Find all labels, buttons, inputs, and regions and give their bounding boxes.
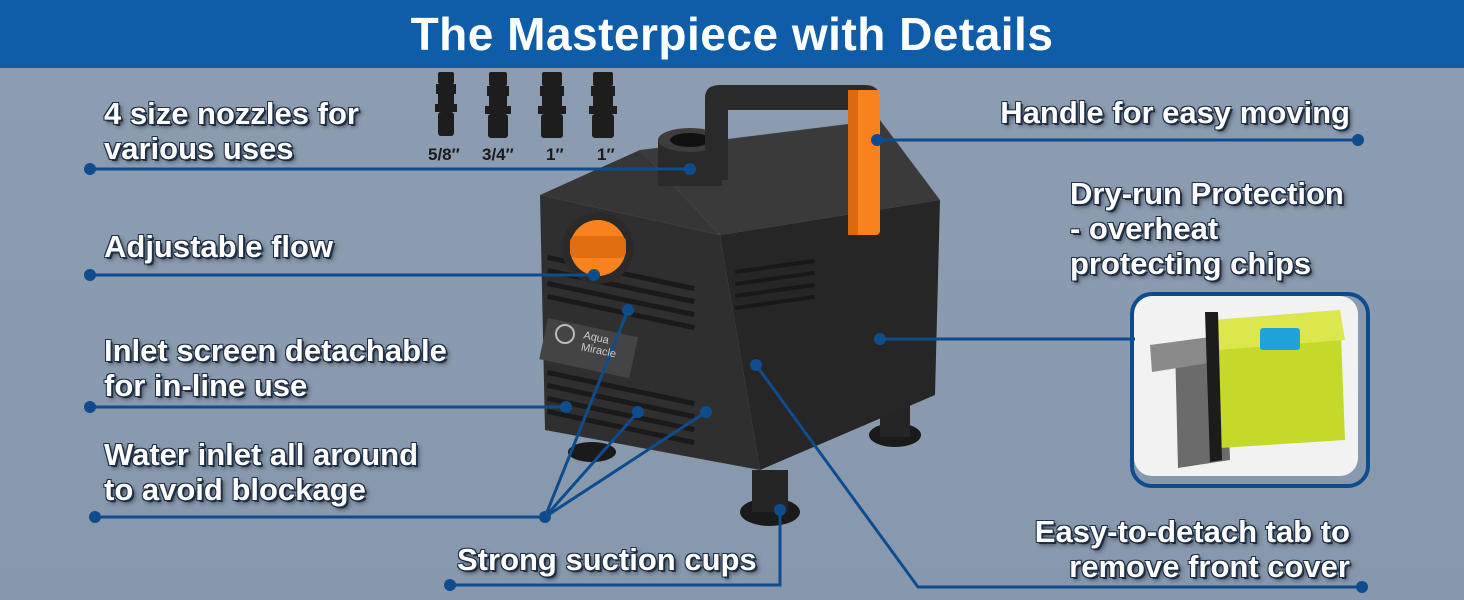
feature-dryrun-line3: protecting chips xyxy=(1070,246,1312,281)
feature-inlet-screen-line1: Inlet screen detachable xyxy=(104,333,447,368)
feature-suction-line1: Strong suction cups xyxy=(457,542,757,577)
feature-nozzles-line1: 4 size nozzles for xyxy=(104,96,359,131)
feature-dryrun-line2: - overheat xyxy=(1070,211,1219,246)
nozzle-size-label: 1″ xyxy=(597,145,615,164)
feature-handle: Handle for easy moving xyxy=(1000,95,1350,130)
nozzle-size-label: 1″ xyxy=(546,145,564,164)
feature-tab-line1: Easy-to-detach tab to xyxy=(1034,514,1350,549)
feature-water-inlet-line2: to avoid blockage xyxy=(104,472,366,507)
leader-dots xyxy=(84,134,1368,593)
feature-flow-line1: Adjustable flow xyxy=(104,229,334,264)
feature-handle-line1: Handle for easy moving xyxy=(1000,95,1350,130)
chip-photo xyxy=(1134,296,1358,476)
feature-nozzles: 4 size nozzles for various uses xyxy=(104,96,359,166)
feature-dryrun-line1: Dry-run Protection xyxy=(1070,176,1344,211)
feature-flow: Adjustable flow xyxy=(104,229,333,264)
feature-inlet-screen-line2: for in-line use xyxy=(104,368,308,403)
chip-photo-frame xyxy=(1130,292,1370,488)
feature-suction: Strong suction cups xyxy=(457,542,757,577)
feature-dryrun: Dry-run Protection - overheat protecting… xyxy=(1070,176,1344,281)
feature-nozzles-line2: various uses xyxy=(104,131,294,166)
nozzles-image xyxy=(435,72,617,138)
nozzle-size-label: 3/4″ xyxy=(482,145,514,164)
nozzle-size-label: 5/8″ xyxy=(428,145,460,164)
feature-water-inlet: Water inlet all around to avoid blockage xyxy=(104,437,418,507)
feature-water-inlet-line1: Water inlet all around xyxy=(104,437,419,472)
feature-tab: Easy-to-detach tab to remove front cover xyxy=(1035,514,1350,584)
feature-tab-line2: remove front cover xyxy=(1069,549,1350,584)
feature-inlet-screen: Inlet screen detachable for in-line use xyxy=(104,333,447,403)
title-banner: The Masterpiece with Details xyxy=(0,0,1464,68)
page-title: The Masterpiece with Details xyxy=(410,8,1054,60)
